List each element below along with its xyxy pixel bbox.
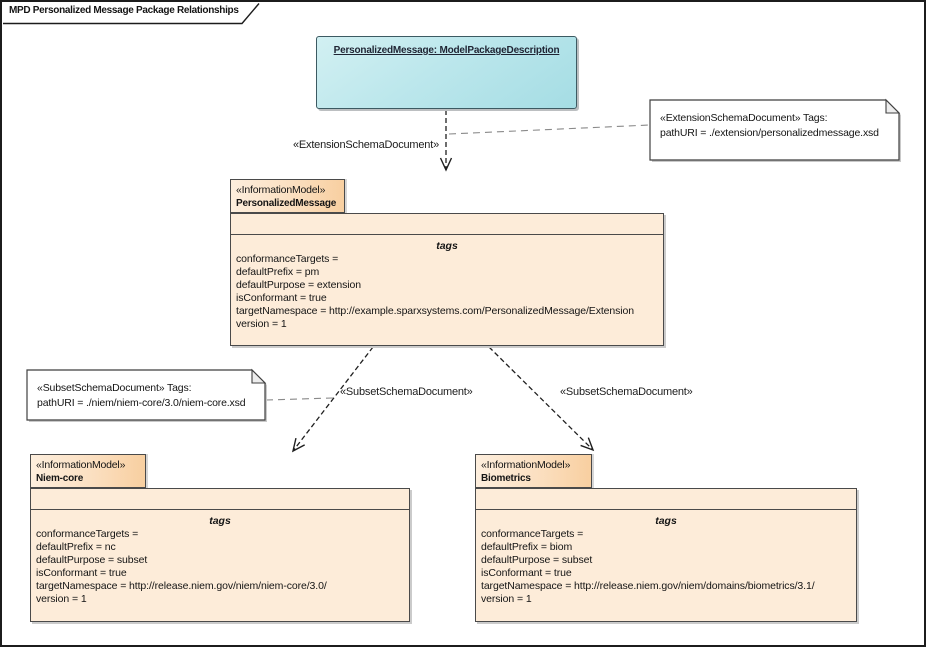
- package-stereotype: «InformationModel»: [236, 184, 326, 196]
- tags-title: tags: [655, 515, 677, 527]
- tag-line: defaultPurpose = subset: [481, 554, 593, 566]
- package-tags-compartment: tags conformanceTargets = defaultPrefix …: [31, 510, 409, 606]
- notelink-subset[interactable]: [265, 397, 334, 401]
- notelink-extension[interactable]: [448, 124, 651, 135]
- tag-line: defaultPrefix = pm: [236, 266, 320, 278]
- frame-title-tab-outline: [3, 3, 260, 25]
- package-tab-biometrics[interactable]: «InformationModel» Biometrics: [475, 454, 592, 488]
- note-subset-text: «SubsetSchemaDocument» Tags: pathURI = .…: [37, 381, 246, 411]
- note-line: pathURI = ./extension/personalizedmessag…: [660, 127, 879, 139]
- tags-title: tags: [436, 240, 458, 252]
- package-tags-compartment: tags conformanceTargets = defaultPrefix …: [476, 510, 856, 606]
- tag-line: targetNamespace = http://release.niem.go…: [36, 580, 327, 592]
- package-name: Niem-core: [36, 473, 84, 484]
- package-name: Biometrics: [481, 473, 531, 484]
- mpd-element-label: PersonalizedMessage: ModelPackageDescrip…: [333, 45, 560, 56]
- diagram-title: MPD Personalized Message Package Relatio…: [9, 5, 239, 16]
- package-body-niem-core[interactable]: tags conformanceTargets = defaultPrefix …: [30, 488, 410, 622]
- package-name-compartment: [31, 489, 409, 510]
- tag-line: isConformant = true: [481, 567, 572, 579]
- dependency-subset-biometrics-arrow[interactable]: [488, 346, 595, 452]
- package-body-personalizedmessage[interactable]: tags conformanceTargets = defaultPrefix …: [230, 213, 664, 346]
- package-tab-personalizedmessage[interactable]: «InformationModel» PersonalizedMessage: [230, 179, 345, 213]
- note-extension-text: «ExtensionSchemaDocument» Tags: pathURI …: [660, 111, 879, 141]
- note-subset-shape[interactable]: [26, 368, 267, 422]
- package-tab-niem-core[interactable]: «InformationModel» Niem-core: [30, 454, 146, 488]
- tag-line: targetNamespace = http://example.sparxsy…: [236, 305, 635, 317]
- tags-title: tags: [209, 515, 231, 527]
- tag-line: conformanceTargets =: [481, 528, 584, 540]
- edge-label-subset-right: «SubsetSchemaDocument»: [560, 386, 693, 398]
- package-tags-compartment: tags conformanceTargets = defaultPrefix …: [231, 235, 663, 331]
- edge-label-subset-left: «SubsetSchemaDocument»: [340, 386, 473, 398]
- edge-label-extension: «ExtensionSchemaDocument»: [292, 139, 439, 151]
- package-name-compartment: [231, 214, 663, 235]
- note-line: pathURI = ./niem/niem-core/3.0/niem-core…: [37, 397, 246, 409]
- note-line: «SubsetSchemaDocument» Tags:: [37, 382, 192, 394]
- note-extension-shape[interactable]: [649, 98, 901, 162]
- note-line: «ExtensionSchemaDocument» Tags:: [660, 112, 828, 124]
- tag-line: isConformant = true: [36, 567, 127, 579]
- note-dogear-icon: [251, 368, 267, 384]
- package-name-compartment: [476, 489, 856, 510]
- package-stereotype: «InformationModel»: [481, 459, 571, 471]
- tag-line: version = 1: [481, 593, 532, 605]
- tag-line: targetNamespace = http://release.niem.go…: [481, 580, 815, 592]
- tag-line: conformanceTargets =: [36, 528, 139, 540]
- package-body-biometrics[interactable]: tags conformanceTargets = defaultPrefix …: [475, 488, 857, 622]
- package-stereotype: «InformationModel»: [36, 459, 126, 471]
- tag-line: version = 1: [236, 318, 287, 330]
- dependency-subset-niemcore-arrow[interactable]: [291, 346, 374, 453]
- tag-line: defaultPrefix = nc: [36, 541, 116, 553]
- note-dogear-icon: [885, 98, 901, 114]
- tag-line: defaultPrefix = biom: [481, 541, 573, 553]
- mpd-element[interactable]: PersonalizedMessage: ModelPackageDescrip…: [316, 36, 577, 109]
- tag-line: defaultPurpose = extension: [236, 279, 361, 291]
- tag-line: isConformant = true: [236, 292, 327, 304]
- tag-line: conformanceTargets =: [236, 253, 339, 265]
- package-name: PersonalizedMessage: [236, 198, 337, 209]
- tag-line: version = 1: [36, 593, 87, 605]
- tag-line: defaultPurpose = subset: [36, 554, 148, 566]
